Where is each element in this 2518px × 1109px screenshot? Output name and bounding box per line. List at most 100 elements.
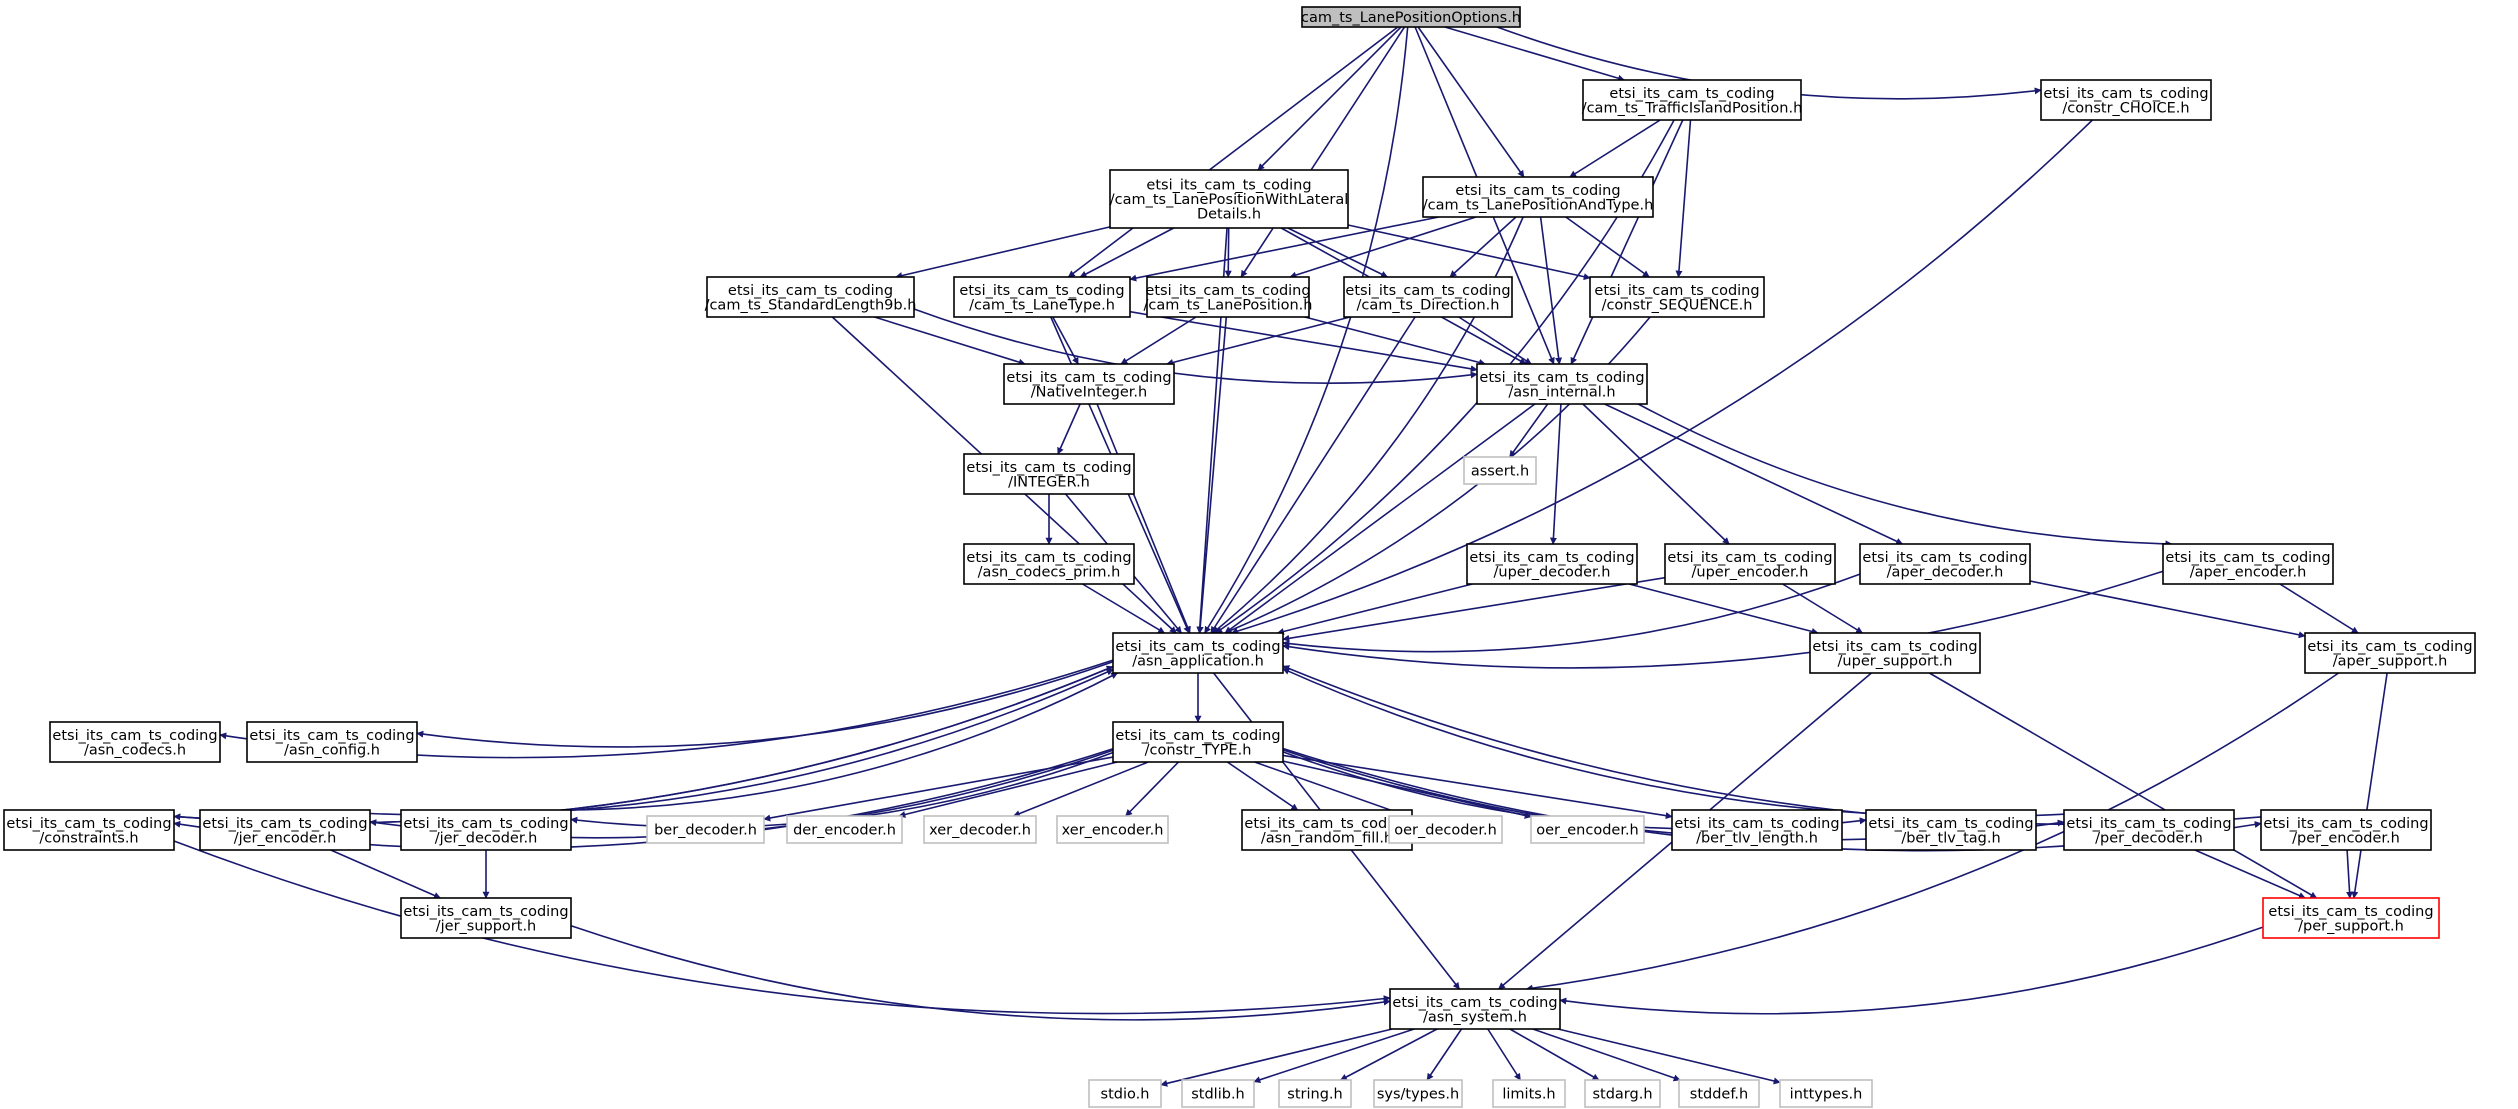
node-randfill-label-line-0: etsi_its_cam_ts_coding: [1244, 816, 1409, 832]
node-jerdec[interactable]: etsi_its_cam_ts_coding/jer_decoder.h: [400, 809, 572, 851]
edge-choice-to-app: [1230, 119, 2093, 635]
edge-lptype-to-sequence: [1565, 216, 1650, 278]
edge-apersup-to-persup: [2351, 672, 2388, 899]
node-apersup[interactable]: etsi_its_cam_ts_coding/aper_support.h: [2304, 632, 2476, 674]
node-uperenc[interactable]: etsi_its_cam_ts_coding/uper_encoder.h: [1664, 543, 1836, 585]
node-stdarg-box: [1584, 1079, 1661, 1108]
node-ctype[interactable]: etsi_its_cam_ts_coding/constr_TYPE.h: [1112, 721, 1284, 763]
node-assert[interactable]: assert.h: [1463, 456, 1537, 485]
node-root[interactable]: cam_ts_LanePositionOptions.h: [1301, 6, 1521, 28]
node-apersup-label-line-1: /aper_support.h: [2333, 653, 2448, 669]
edge-uperdec-to-app: [1276, 583, 1473, 635]
node-app-label-line-0: etsi_its_cam_ts_coding: [1115, 639, 1280, 655]
node-root-box: [1301, 6, 1521, 28]
node-lanetype-label-line-0: etsi_its_cam_ts_coding: [959, 283, 1124, 299]
node-app[interactable]: etsi_its_cam_ts_coding/asn_application.h: [1112, 632, 1284, 674]
node-direction[interactable]: etsi_its_cam_ts_coding/cam_ts_Direction.…: [1343, 276, 1513, 318]
node-systypes[interactable]: sys/types.h: [1373, 1079, 1463, 1108]
node-systypes-box: [1373, 1079, 1463, 1108]
edge-perenc-to-app: [1282, 665, 2262, 826]
edge-uperenc-to-app: [1282, 576, 1666, 642]
edge-direction-to-native: [1166, 316, 1351, 366]
edge-internal-to-app: [1224, 403, 1536, 634]
node-derenc[interactable]: der_encoder.h: [786, 815, 903, 844]
node-jerenc[interactable]: etsi_its_cam_ts_coding/jer_encoder.h: [199, 809, 371, 851]
node-uperdec-label-line-1: /uper_decoder.h: [1494, 564, 1611, 580]
node-config[interactable]: etsi_its_cam_ts_coding/asn_config.h: [246, 721, 418, 763]
edge-aperdec-to-app: [1282, 573, 1861, 653]
node-stdlib-label-line-0: stdlib.h: [1191, 1087, 1245, 1103]
node-stdio[interactable]: stdio.h: [1088, 1079, 1162, 1108]
node-xerdec[interactable]: xer_decoder.h: [923, 815, 1037, 844]
node-tlvlen[interactable]: etsi_its_cam_ts_coding/ber_tlv_length.h: [1671, 809, 1843, 851]
node-aperenc[interactable]: etsi_its_cam_ts_coding/aper_encoder.h: [2162, 543, 2334, 585]
node-jerenc-box: [199, 809, 371, 851]
node-stdlen[interactable]: etsi_its_cam_ts_coding/cam_ts_StandardLe…: [705, 276, 917, 318]
node-codecs[interactable]: etsi_its_cam_ts_coding/asn_codecs.h: [49, 721, 221, 763]
node-aperdec-box: [1859, 543, 2031, 585]
edge-ctype-to-xerdec: [1012, 761, 1149, 817]
node-stdlen-label-line-0: etsi_its_cam_ts_coding: [728, 283, 893, 299]
edge-ctype-to-xerenc: [1125, 761, 1180, 817]
node-jersup[interactable]: etsi_its_cam_ts_coding/jer_support.h: [400, 897, 572, 939]
edge-jersup-to-system: [570, 925, 1391, 1021]
node-stdlib[interactable]: stdlib.h: [1181, 1079, 1255, 1108]
node-ctype-label-line-0: etsi_its_cam_ts_coding: [1115, 728, 1280, 744]
node-oerdec[interactable]: oer_decoder.h: [1388, 815, 1503, 844]
node-codecs-box: [49, 721, 221, 763]
node-lanepos-label-line-1: /cam_ts_LanePosition.h: [1144, 297, 1313, 313]
node-apersup-label-line-0: etsi_its_cam_ts_coding: [2307, 639, 2472, 655]
node-system[interactable]: etsi_its_cam_ts_coding/asn_system.h: [1389, 988, 1561, 1030]
edge-direction-to-app: [1210, 316, 1416, 634]
node-lanepos-label-line-0: etsi_its_cam_ts_coding: [1145, 283, 1310, 299]
node-jersup-box: [400, 897, 572, 939]
node-tlvtag[interactable]: etsi_its_cam_ts_coding/ber_tlv_tag.h: [1865, 809, 2037, 851]
node-limits[interactable]: limits.h: [1492, 1079, 1566, 1108]
node-persup[interactable]: etsi_its_cam_ts_coding/per_support.h: [2262, 897, 2440, 939]
node-oerenc[interactable]: oer_encoder.h: [1530, 815, 1645, 844]
node-perdec[interactable]: etsi_its_cam_ts_coding/per_decoder.h: [2063, 809, 2235, 851]
node-lptype[interactable]: etsi_its_cam_ts_coding/cam_ts_LanePositi…: [1422, 176, 1654, 218]
node-ctype-box: [1112, 721, 1284, 763]
node-native[interactable]: etsi_its_cam_ts_coding/NativeInteger.h: [1003, 363, 1175, 405]
node-constraints[interactable]: etsi_its_cam_ts_coding/constraints.h: [3, 809, 175, 851]
node-codecsprim[interactable]: etsi_its_cam_ts_coding/asn_codecs_prim.h: [963, 543, 1135, 585]
node-xerenc[interactable]: xer_encoder.h: [1056, 815, 1169, 844]
node-derenc-label-line-0: der_encoder.h: [793, 823, 896, 839]
edge-ctype-to-derenc: [898, 761, 1118, 818]
edge-traffic-to-sequence: [1675, 119, 1692, 278]
node-internal[interactable]: etsi_its_cam_ts_coding/asn_internal.h: [1476, 363, 1648, 405]
node-uperdec[interactable]: etsi_its_cam_ts_coding/uper_decoder.h: [1466, 543, 1638, 585]
node-lplat-label-line-1: /cam_ts_LanePositionWithLateral: [1110, 192, 1349, 208]
node-lanetype[interactable]: etsi_its_cam_ts_coding/cam_ts_LaneType.h: [953, 276, 1131, 318]
node-perenc[interactable]: etsi_its_cam_ts_coding/per_encoder.h: [2260, 809, 2432, 851]
node-uperenc-box: [1664, 543, 1836, 585]
node-derenc-box: [786, 815, 903, 844]
node-berdec[interactable]: ber_decoder.h: [646, 815, 765, 844]
edge-lptype-to-lanetype: [1129, 216, 1439, 282]
edge-jerenc-to-jersup: [330, 849, 441, 899]
node-choice[interactable]: etsi_its_cam_ts_coding/constr_CHOICE.h: [2040, 79, 2212, 121]
node-stddef[interactable]: stddef.h: [1678, 1079, 1760, 1108]
node-stdarg[interactable]: stdarg.h: [1584, 1079, 1661, 1108]
node-upersup[interactable]: etsi_its_cam_ts_coding/uper_support.h: [1809, 632, 1981, 674]
node-string[interactable]: string.h: [1278, 1079, 1352, 1108]
edge-system-to-limits: [1487, 1028, 1522, 1081]
node-choice-label-line-0: etsi_its_cam_ts_coding: [2043, 86, 2208, 102]
node-persup-label-line-1: /per_support.h: [2298, 918, 2404, 934]
edge-lptype-to-lanepos: [1289, 216, 1477, 279]
node-root-label-line-0: cam_ts_LanePositionOptions.h: [1301, 10, 1521, 26]
node-lanepos[interactable]: etsi_its_cam_ts_coding/cam_ts_LanePositi…: [1144, 276, 1313, 318]
node-lplat[interactable]: etsi_its_cam_ts_coding/cam_ts_LanePositi…: [1109, 169, 1349, 229]
node-sequence[interactable]: etsi_its_cam_ts_coding/constr_SEQUENCE.h: [1589, 276, 1765, 318]
edge-lplat-to-stdlen: [895, 226, 1111, 279]
node-internal-label-line-0: etsi_its_cam_ts_coding: [1479, 370, 1644, 386]
node-aperdec[interactable]: etsi_its_cam_ts_coding/aper_decoder.h: [1859, 543, 2031, 585]
node-assert-label-line-0: assert.h: [1471, 464, 1529, 480]
node-traffic[interactable]: etsi_its_cam_ts_coding/cam_ts_TrafficIsl…: [1582, 79, 1803, 121]
node-stdlen-label-line-1: /cam_ts_StandardLength9b.h: [705, 297, 917, 313]
node-integer[interactable]: etsi_its_cam_ts_coding/INTEGER.h: [963, 453, 1135, 495]
node-randfill[interactable]: etsi_its_cam_ts_coding/asn_random_fill.h: [1241, 809, 1413, 851]
node-inttypes[interactable]: inttypes.h: [1779, 1079, 1873, 1108]
edge-system-to-stddef: [1532, 1028, 1681, 1082]
